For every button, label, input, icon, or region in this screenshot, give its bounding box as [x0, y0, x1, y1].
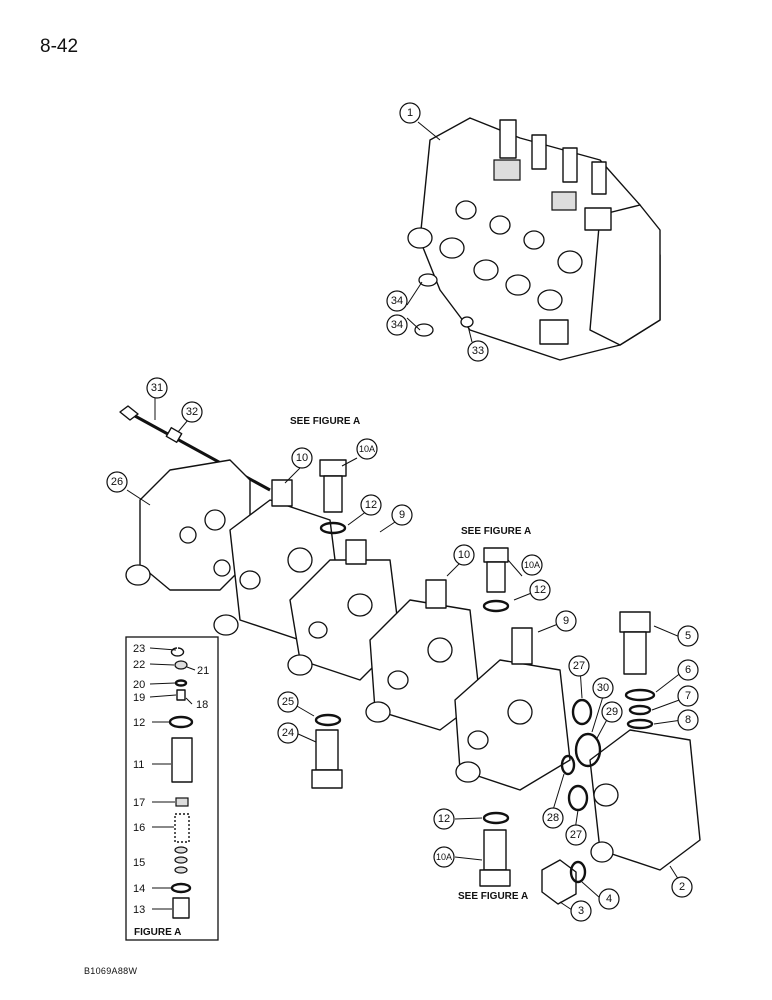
svg-text:12: 12 [438, 813, 450, 825]
page-number: 8-42 [40, 36, 79, 57]
callout-4: 4 [598, 888, 620, 910]
svg-text:32: 32 [186, 406, 198, 418]
inset-leaders [149, 647, 196, 910]
svg-text:26: 26 [111, 476, 123, 488]
callout-3: 3 [570, 900, 592, 922]
callout-12-bottom: 12 [433, 808, 455, 830]
callout-9-right: 9 [555, 610, 577, 632]
callout-1: 1 [399, 102, 421, 124]
exploded-sections-illustration [119, 405, 701, 905]
callout-31: 31 [146, 377, 168, 399]
svg-text:6: 6 [685, 664, 691, 676]
callout-6: 6 [677, 659, 699, 681]
callout-10a-top-middle: 10A [521, 554, 543, 576]
assembled-valve-illustration [407, 117, 661, 361]
callout-8: 8 [677, 709, 699, 731]
see-figure-label-3: SEE FIGURE A [458, 891, 528, 902]
callout-12-top-middle: 12 [529, 579, 551, 601]
svg-text:24: 24 [282, 727, 294, 739]
callout-27-top: 27 [568, 655, 590, 677]
svg-text:33: 33 [472, 345, 484, 357]
callout-10a-bottom: 10A [433, 846, 455, 868]
inset-label-14: 14 [133, 883, 145, 895]
svg-text:30: 30 [597, 682, 609, 694]
svg-text:34: 34 [391, 295, 403, 307]
svg-text:2: 2 [679, 881, 685, 893]
inset-label-21: 21 [197, 665, 209, 677]
inset-label-13: 13 [133, 904, 145, 916]
callout-12-top-left: 12 [360, 494, 382, 516]
svg-text:1: 1 [407, 107, 413, 119]
callout-5: 5 [677, 625, 699, 647]
inset-label-15: 15 [133, 857, 145, 869]
svg-text:12: 12 [365, 499, 377, 511]
svg-text:9: 9 [399, 509, 405, 521]
svg-text:34: 34 [391, 319, 403, 331]
svg-text:10A: 10A [436, 852, 452, 862]
inset-label-17: 17 [133, 797, 145, 809]
see-figure-label-2: SEE FIGURE A [461, 526, 531, 537]
svg-text:10A: 10A [524, 560, 540, 570]
callout-33: 33 [467, 340, 489, 362]
svg-text:27: 27 [573, 660, 585, 672]
svg-text:4: 4 [606, 893, 612, 905]
svg-text:7: 7 [685, 690, 691, 702]
inset-label-19: 19 [133, 692, 145, 704]
svg-text:28: 28 [547, 812, 559, 824]
svg-text:5: 5 [685, 630, 691, 642]
callout-26: 26 [106, 471, 128, 493]
figure-code: B1069A88W [84, 966, 138, 976]
svg-text:25: 25 [282, 696, 294, 708]
see-figure-label-1: SEE FIGURE A [290, 416, 360, 427]
inset-label-20: 20 [133, 679, 145, 691]
svg-text:9: 9 [563, 615, 569, 627]
callout-29: 29 [601, 701, 623, 723]
inset-label-18: 18 [196, 699, 208, 711]
svg-text:10: 10 [296, 452, 308, 464]
callout-27-bottom: 27 [565, 824, 587, 846]
svg-text:3: 3 [578, 905, 584, 917]
figure-a-inset [125, 636, 219, 941]
svg-text:10: 10 [458, 549, 470, 561]
svg-text:12: 12 [534, 584, 546, 596]
inset-label-16: 16 [133, 822, 145, 834]
callout-28: 28 [542, 807, 564, 829]
callout-2: 2 [671, 876, 693, 898]
callout-9-left: 9 [391, 504, 413, 526]
callout-10-middle: 10 [453, 544, 475, 566]
svg-text:31: 31 [151, 382, 163, 394]
callout-10-left: 10 [291, 447, 313, 469]
callout-25: 25 [277, 691, 299, 713]
callout-30: 30 [592, 677, 614, 699]
callout-32: 32 [181, 401, 203, 423]
leader-lines [126, 121, 683, 911]
inset-label-23: 23 [133, 643, 145, 655]
inset-label-22: 22 [133, 659, 145, 671]
inset-title: FIGURE A [134, 927, 181, 938]
callout-34a: 34 [386, 290, 408, 312]
svg-text:29: 29 [606, 706, 618, 718]
callout-10a-top-left: 10A [356, 438, 378, 460]
inset-label-12: 12 [133, 717, 145, 729]
svg-text:8: 8 [685, 714, 691, 726]
inset-label-11: 11 [133, 759, 144, 771]
callout-7: 7 [677, 685, 699, 707]
callout-34b: 34 [386, 314, 408, 336]
callout-24: 24 [277, 722, 299, 744]
svg-text:27: 27 [570, 829, 582, 841]
svg-text:10A: 10A [359, 444, 375, 454]
